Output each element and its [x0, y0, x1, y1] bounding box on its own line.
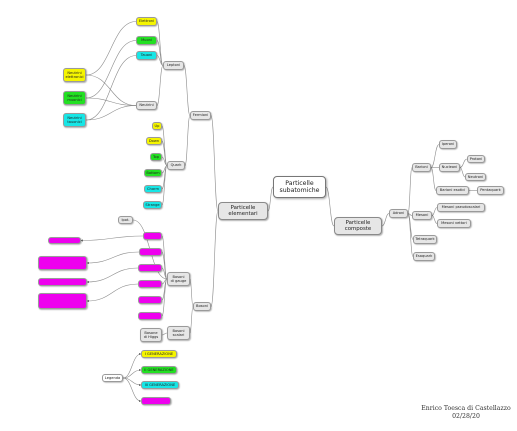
connector — [161, 140, 168, 166]
connector — [85, 40, 137, 99]
connector — [161, 125, 168, 166]
connector — [161, 267, 168, 280]
node-boson-detail-4[interactable] — [38, 293, 87, 309]
node-nucleoni[interactable]: Nucleoni — [439, 163, 460, 172]
connector — [430, 144, 440, 168]
node-fermioni[interactable]: Fermioni — [190, 111, 211, 120]
node-bosoni[interactable]: Bosoni — [193, 302, 211, 311]
node-strange[interactable]: Strange — [143, 201, 162, 209]
connector — [156, 55, 164, 66]
connector — [80, 235, 144, 242]
node-neutrino-muonico[interactable]: Neutrini muonici — [63, 91, 86, 105]
connector — [189, 278, 194, 307]
node-boson-5[interactable] — [138, 296, 162, 304]
connector — [85, 74, 137, 106]
connector — [85, 97, 137, 106]
node-mesoni-pseudo[interactable]: Mesoni pseudoscalari — [437, 203, 485, 212]
node-boson-detail-2[interactable] — [38, 256, 87, 270]
node-boson-6[interactable] — [138, 312, 162, 320]
node-up[interactable]: Up — [152, 122, 162, 130]
connector — [161, 251, 168, 280]
node-neutrino-elettronico[interactable]: Neutrini elettronici — [63, 68, 86, 82]
node-muoni[interactable]: Muoni — [136, 36, 157, 45]
connector — [85, 21, 137, 76]
connector — [183, 65, 191, 116]
author-signature: Enrico Toesca di Castellazzo 02/28/20 — [420, 405, 512, 421]
connector — [267, 186, 274, 212]
connector — [459, 167, 466, 178]
connector — [431, 207, 438, 216]
connector — [122, 377, 142, 403]
connector — [161, 156, 168, 166]
node-protoni[interactable]: Protoni — [467, 155, 485, 163]
node-mesoni-vettori[interactable]: Mesoni vettori — [437, 219, 471, 228]
node-elettroni[interactable]: Elettroni — [136, 17, 157, 26]
node-neutroni[interactable]: Neutroni — [465, 173, 486, 181]
node-neutrino-tauonico[interactable]: Neutrini tauonici — [63, 113, 86, 127]
node-mesoni[interactable]: Mesoni — [412, 211, 432, 220]
connector — [86, 251, 140, 265]
connector — [325, 186, 335, 227]
node-pentaquark[interactable]: Pentaquark — [477, 186, 504, 195]
node-boson-2[interactable] — [139, 248, 162, 256]
connector — [85, 55, 137, 121]
node-boson-4[interactable] — [138, 280, 162, 288]
node-composte[interactable]: Particelle composte — [334, 217, 382, 235]
connector — [122, 352, 142, 379]
node-boson-1[interactable] — [143, 232, 162, 240]
node-boson-detail-3[interactable] — [38, 278, 87, 286]
connector — [156, 40, 164, 66]
author-name: Enrico Toesca di Castellazzo — [421, 405, 511, 412]
connector — [85, 105, 137, 121]
connector — [407, 213, 414, 257]
node-quark[interactable]: Quark — [167, 161, 185, 170]
node-bosoni-scalari[interactable]: Bosoni scalari — [167, 326, 190, 340]
node-iperoni[interactable]: Iperoni — [439, 140, 457, 149]
legend-boson[interactable] — [141, 397, 171, 405]
node-tauoni[interactable]: Tauoni — [136, 51, 157, 60]
connector — [430, 167, 437, 191]
connector — [161, 165, 168, 206]
connector — [161, 278, 168, 317]
node-barioni[interactable]: Barioni — [412, 163, 431, 172]
node-down[interactable]: Down — [146, 137, 162, 145]
connector — [431, 215, 438, 224]
node-charm[interactable]: Charm — [144, 185, 162, 193]
node-neutrini[interactable]: Neutrini — [136, 101, 157, 110]
node-elementari[interactable]: Particelle elementari — [218, 202, 268, 220]
node-leptoni[interactable]: Leptoni — [163, 61, 184, 70]
node-adroni[interactable]: Adroni — [389, 209, 408, 218]
node-top[interactable]: Top — [150, 153, 162, 161]
connector — [381, 213, 390, 227]
connector — [86, 267, 139, 284]
node-bottom[interactable]: Bottom — [144, 169, 162, 177]
node-bosone-higgs[interactable]: Bosone di Higgs — [140, 328, 162, 342]
node-ipotetico[interactable]: Ipot. — [118, 216, 133, 224]
connector — [156, 65, 164, 106]
node-root[interactable]: Particelle subatomiche — [273, 176, 326, 198]
node-tetraquark[interactable]: Tetraquark — [413, 235, 437, 244]
node-bosoni-gauge[interactable]: Bosoni di gauge — [167, 272, 190, 286]
node-legenda[interactable]: Legenda — [102, 374, 123, 382]
signature-date: 02/28/20 — [452, 413, 480, 420]
connector — [407, 167, 413, 214]
legend-gen2[interactable]: II GENERAZIONE — [141, 366, 177, 374]
connector — [184, 115, 191, 166]
node-esaquark[interactable]: Esaquark — [413, 252, 435, 261]
connector — [122, 368, 142, 379]
connector — [161, 332, 168, 336]
connector — [189, 306, 194, 334]
node-boson-detail-1[interactable] — [48, 237, 81, 244]
connector — [210, 115, 219, 212]
connector — [210, 210, 219, 307]
connector — [156, 21, 164, 66]
node-barioni-esotici[interactable]: Barioni esotici — [436, 186, 469, 195]
legend-gen3[interactable]: III GENERAZIONE — [141, 381, 179, 389]
connector — [459, 158, 468, 168]
connector — [86, 283, 139, 303]
node-boson-3[interactable] — [138, 264, 162, 272]
legend-gen1[interactable]: I GENERAZIONE — [141, 350, 177, 358]
